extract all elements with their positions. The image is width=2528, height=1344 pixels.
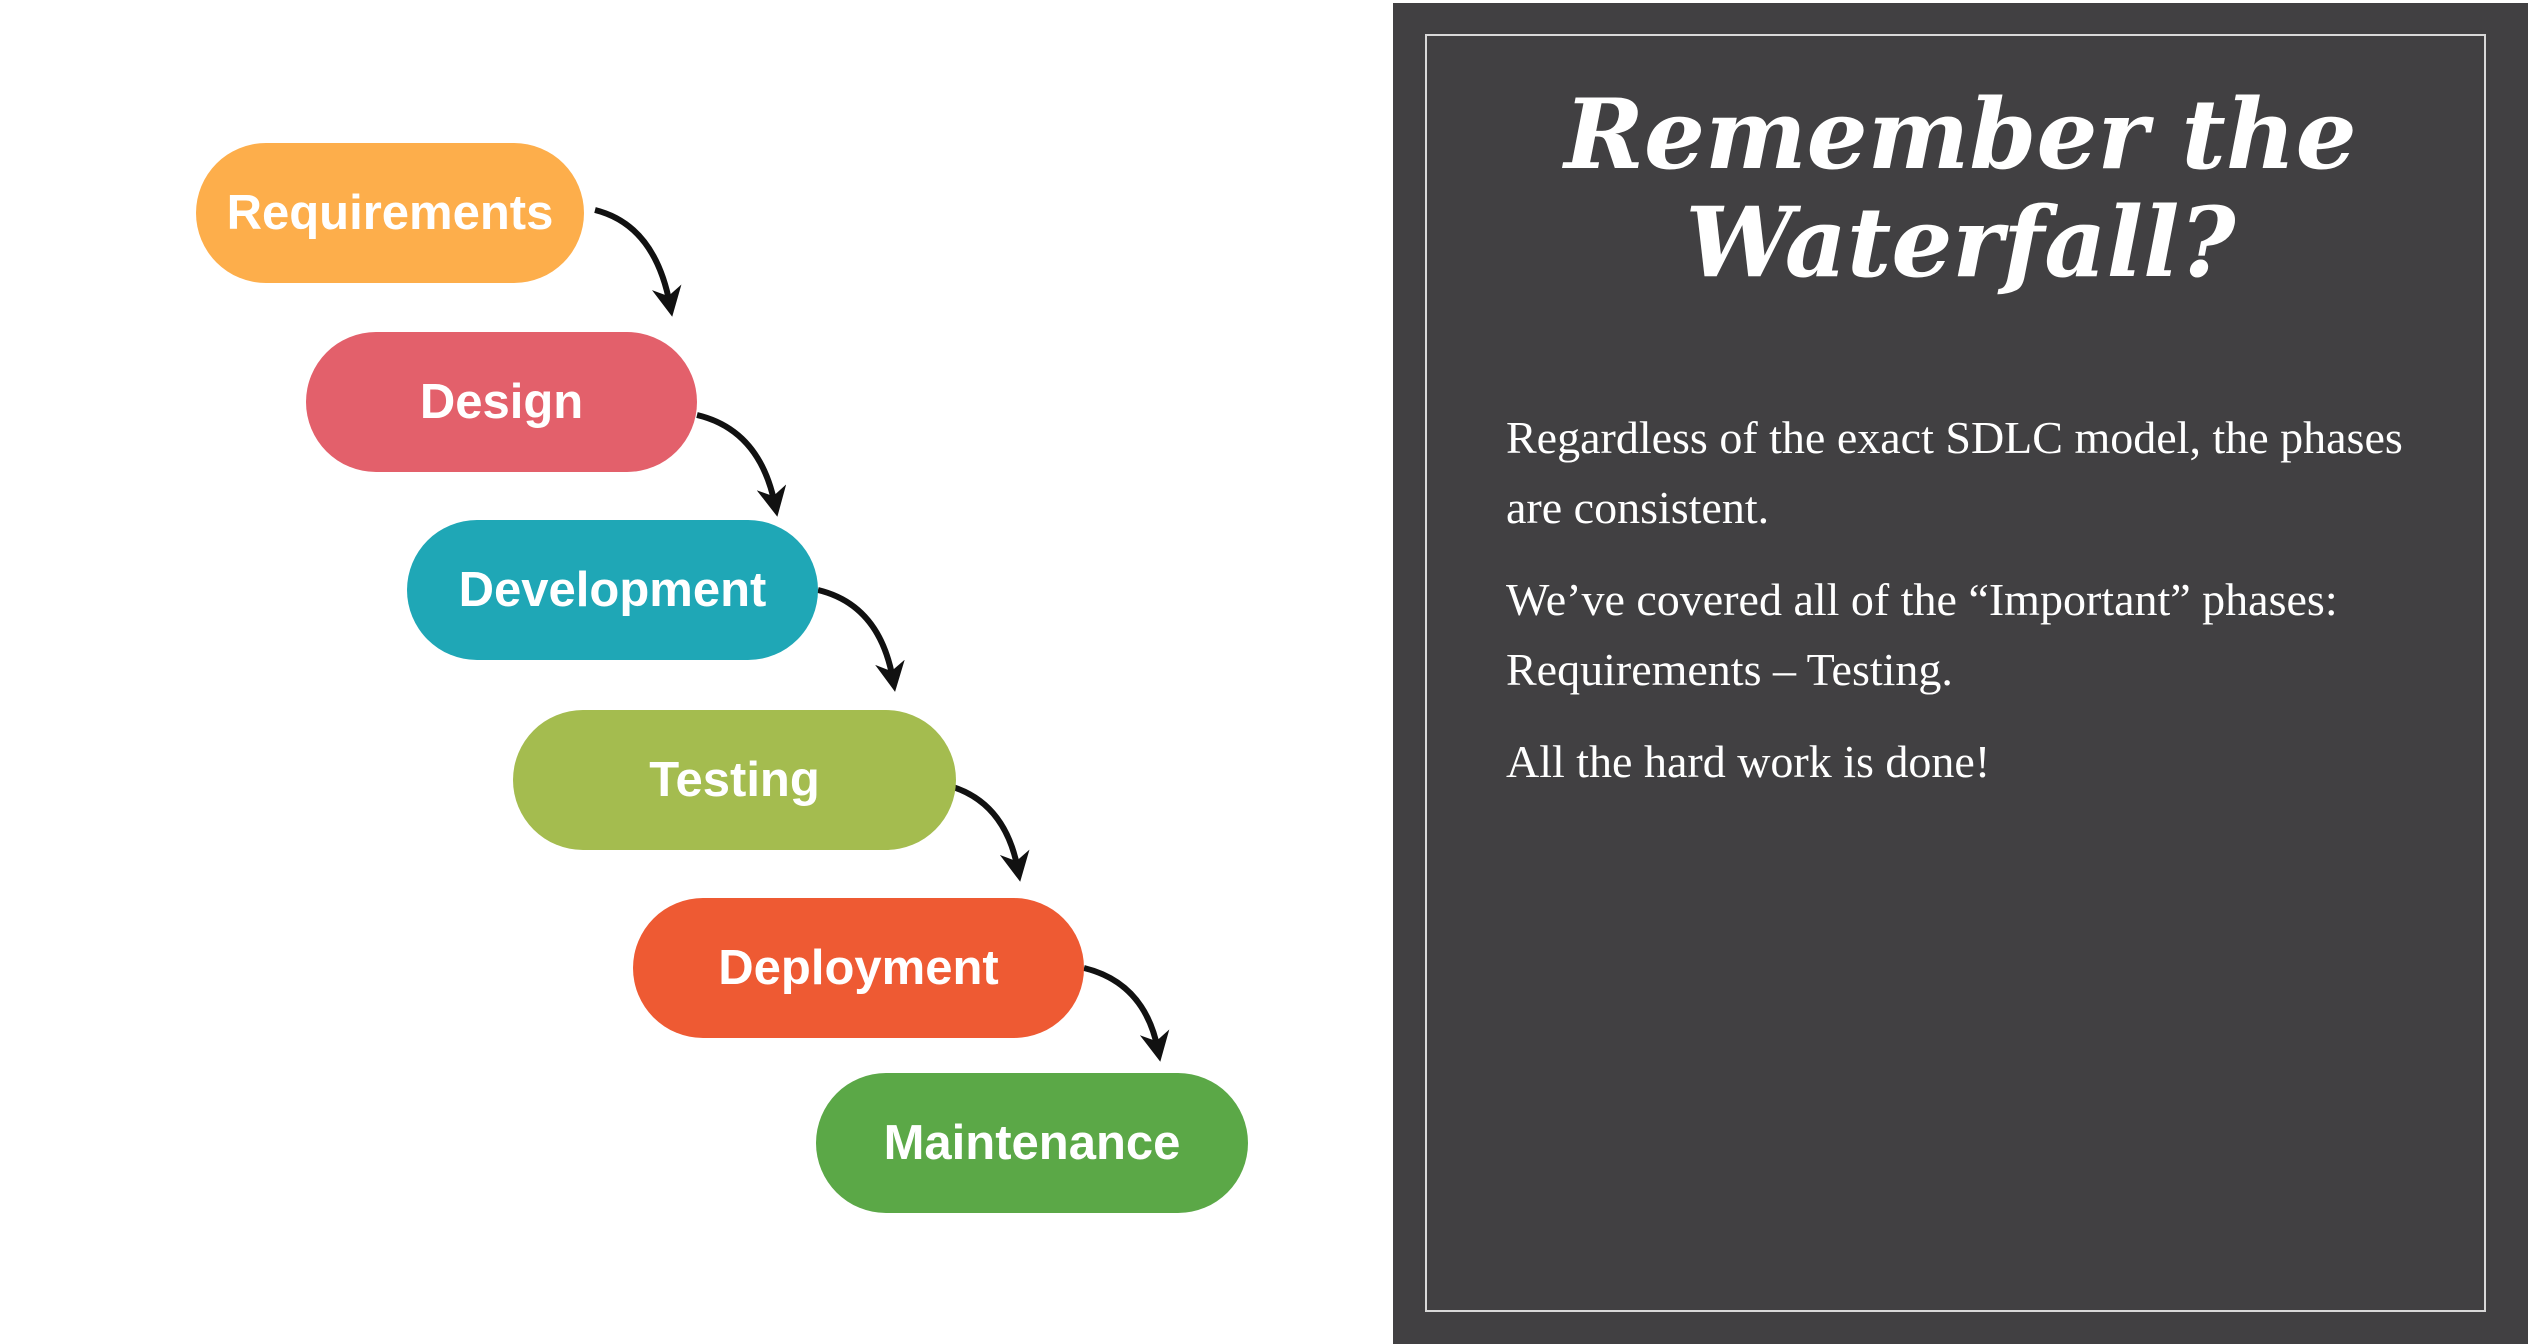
title-line-1: Remember the bbox=[1564, 78, 2357, 191]
panel-frame bbox=[1425, 34, 2486, 1312]
waterfall-diagram: Requirements Design Development Testing … bbox=[196, 143, 1248, 1213]
phase-label: Testing bbox=[649, 753, 820, 807]
phase-arrows bbox=[594, 207, 1170, 1062]
phase-testing: Testing bbox=[513, 710, 956, 850]
title-line-2: Waterfall? bbox=[1685, 186, 2236, 299]
phase-development: Development bbox=[407, 520, 818, 660]
slide-title: Remember the Waterfall? bbox=[1393, 81, 2528, 297]
arrow-design-development bbox=[696, 412, 787, 517]
slide-body: Regardless of the exact SDLC model, the … bbox=[1506, 403, 2426, 819]
phase-design: Design bbox=[306, 332, 697, 472]
phase-label: Deployment bbox=[718, 941, 999, 995]
phase-maintenance: Maintenance bbox=[816, 1073, 1248, 1213]
phase-deployment: Deployment bbox=[633, 898, 1084, 1038]
text-panel: Remember the Waterfall? Regardless of th… bbox=[1393, 3, 2528, 1344]
arrow-development-testing bbox=[817, 587, 905, 692]
phase-label: Requirements bbox=[226, 186, 554, 240]
phase-label: Maintenance bbox=[883, 1116, 1181, 1170]
arrow-requirements-design bbox=[594, 207, 682, 317]
body-paragraph: Regardless of the exact SDLC model, the … bbox=[1506, 412, 2403, 533]
arrow-testing-deployment bbox=[945, 782, 1030, 882]
arrow-deployment-maintenance bbox=[1083, 965, 1170, 1062]
phase-label: Development bbox=[458, 563, 767, 617]
phase-label: Design bbox=[419, 375, 584, 429]
phase-requirements: Requirements bbox=[196, 143, 584, 283]
body-paragraph: We’ve covered all of the “Important” pha… bbox=[1506, 574, 2338, 695]
body-paragraph: All the hard work is done! bbox=[1506, 736, 1991, 787]
